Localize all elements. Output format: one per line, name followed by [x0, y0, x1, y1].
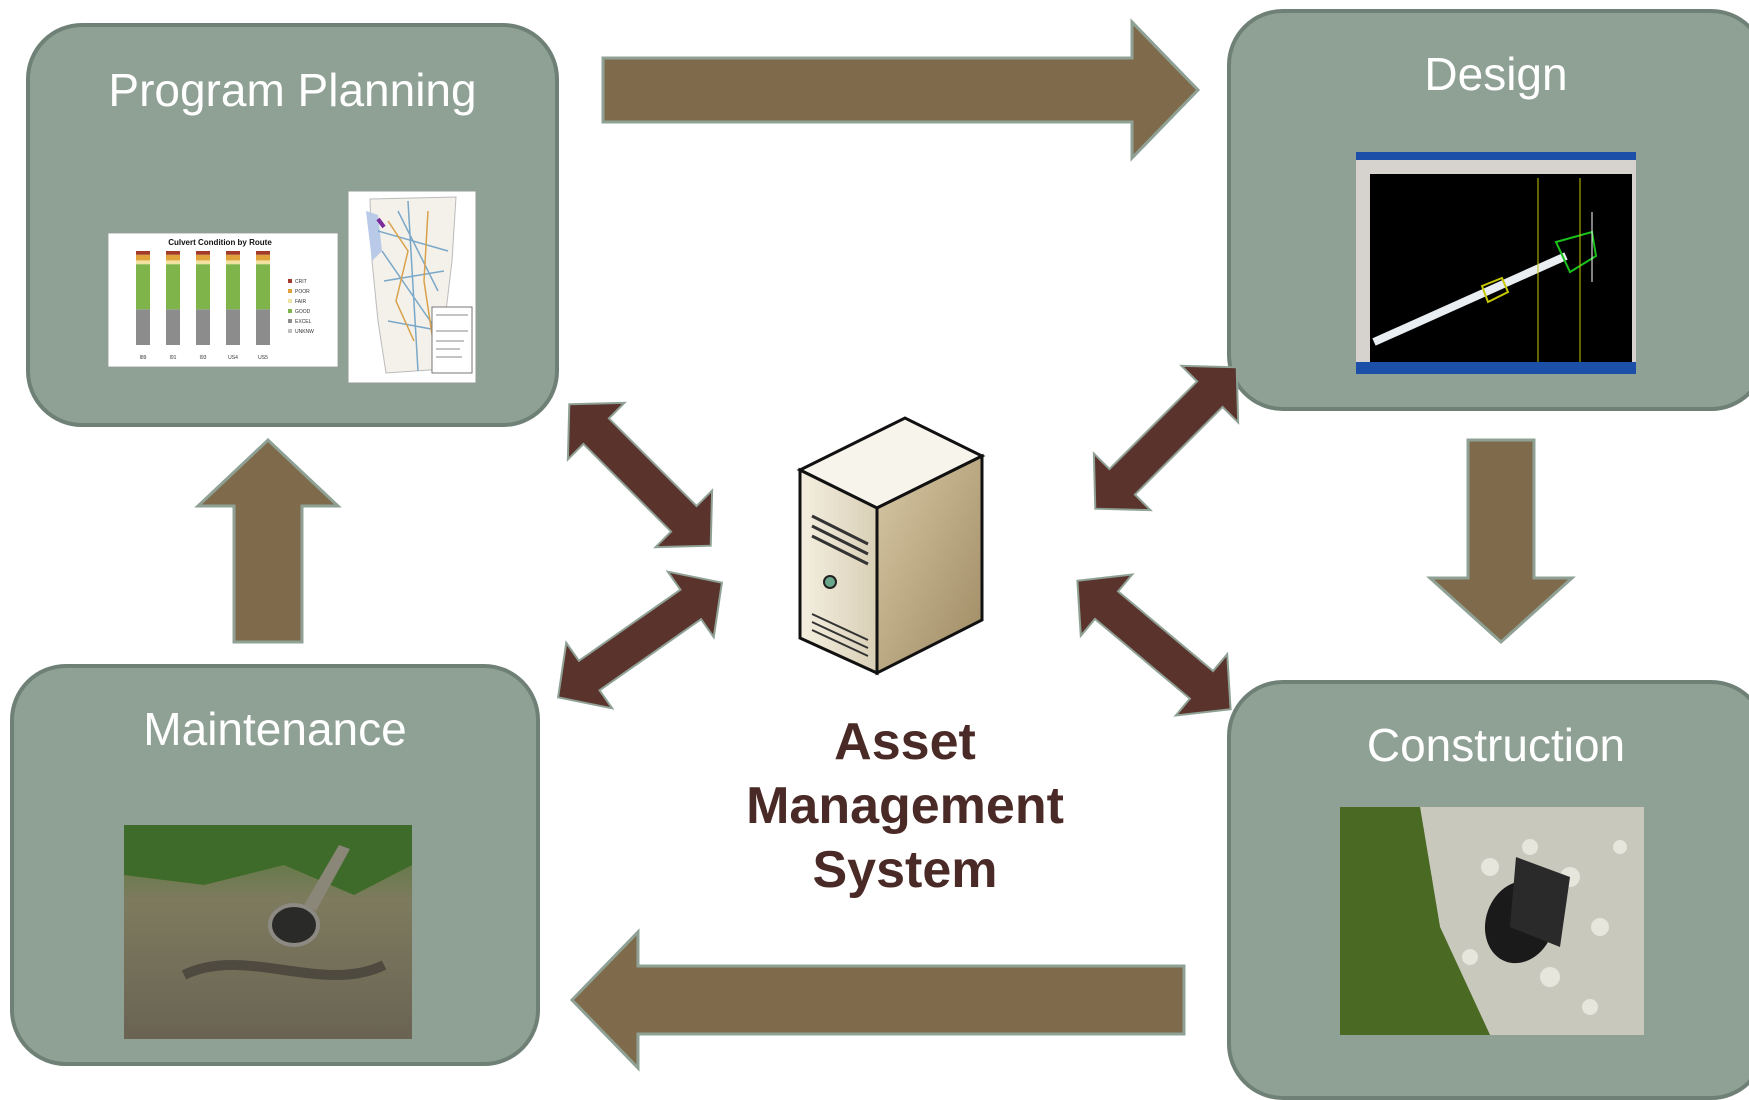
culvert-chart-bar-segment	[136, 264, 150, 310]
flow-arrow-up	[194, 437, 342, 644]
culvert-chart-legend-label: UNKNW	[295, 329, 314, 335]
culvert-chart-category-label: I89	[140, 355, 147, 361]
culvert-chart-legend-label: GOOD	[295, 309, 311, 315]
link-arrow-construction	[1076, 573, 1232, 717]
culvert-chart-bar-segment	[136, 309, 150, 345]
culvert-chart-legend-swatch	[288, 329, 292, 333]
culvert-chart-bar-segment	[226, 309, 240, 345]
culvert-chart-bar-segment	[196, 254, 210, 261]
link-arrow-planning	[566, 401, 714, 549]
maintenance-title: Maintenance	[143, 703, 407, 755]
cad-design-screenshot	[1356, 152, 1636, 374]
culvert-chart-bar-segment	[256, 254, 270, 261]
culvert-chart-bar-segment	[136, 254, 150, 261]
culvert-chart-bar-segment	[166, 260, 180, 265]
center-label: Asset Management System	[690, 710, 1120, 902]
culvert-chart-category-label: US4	[228, 355, 238, 361]
culvert-chart-legend-swatch	[288, 279, 292, 283]
design-title: Design	[1424, 48, 1568, 100]
culvert-chart-bar-segment	[256, 309, 270, 345]
culvert-chart-bar-segment	[166, 309, 180, 345]
culvert-chart-legend-label: CRIT	[295, 279, 307, 285]
culvert-chart-bar-segment	[256, 264, 270, 310]
culvert-chart-bar-segment	[136, 251, 150, 255]
server-icon	[796, 416, 986, 676]
culvert-chart-legend-swatch	[288, 319, 292, 323]
link-arrow-maintenance	[556, 570, 724, 710]
culvert-condition-chart: Culvert Condition by Route I89 I91 I93 US4 U…	[108, 233, 338, 367]
culvert-chart-labels: I89 I91 I93 US4 US5	[140, 355, 269, 361]
culvert-chart-legend-label: EXCEL	[295, 319, 312, 325]
culvert-chart-bar-segment	[196, 309, 210, 345]
culvert-chart-bar-segment	[196, 260, 210, 265]
culvert-chart-legend-label: FAIR	[295, 299, 307, 305]
culvert-chart-bar-segment	[166, 251, 180, 255]
culvert-chart-bar-segment	[166, 254, 180, 261]
culvert-chart-bar-segment	[136, 260, 150, 265]
culvert-chart-bar-segment	[226, 264, 240, 310]
maintenance-culvert-photo	[124, 825, 412, 1039]
culvert-chart-category-label: I93	[200, 355, 207, 361]
program-planning-title: Program Planning	[108, 64, 477, 116]
culvert-chart-bar-segment	[196, 251, 210, 255]
construction-title: Construction	[1366, 719, 1626, 771]
culvert-chart-legend-swatch	[288, 299, 292, 303]
culvert-chart-bar-segment	[256, 251, 270, 255]
culvert-chart-legend: CRIT POOR FAIR GOOD EXCEL UNKNW	[288, 279, 314, 335]
culvert-chart-bar-segment	[226, 251, 240, 255]
culvert-chart-legend-swatch	[288, 309, 292, 313]
culvert-chart-legend-label: POOR	[295, 289, 310, 295]
culvert-chart-title: Culvert Condition by Route	[168, 238, 272, 247]
center-label-line1: Asset	[834, 713, 976, 771]
culvert-chart-bar-segment	[226, 260, 240, 265]
flow-arrow-left	[569, 928, 1186, 1072]
vermont-map-image	[348, 191, 476, 383]
link-arrow-design	[1092, 364, 1240, 512]
culvert-chart-bar-segment	[226, 254, 240, 261]
culvert-chart-bar-segment	[166, 264, 180, 310]
culvert-chart-bar-segment	[196, 264, 210, 310]
center-label-line2: Management	[746, 777, 1064, 835]
culvert-chart-bars	[136, 251, 270, 345]
culvert-chart-category-label: US5	[258, 355, 268, 361]
center-label-line3: System	[812, 841, 998, 899]
culvert-chart-bar-segment	[256, 260, 270, 265]
flow-arrow-right	[601, 18, 1201, 162]
culvert-chart-legend-swatch	[288, 289, 292, 293]
flow-arrow-down	[1426, 438, 1576, 645]
culvert-chart-category-label: I91	[170, 355, 177, 361]
construction-culvert-photo	[1340, 807, 1644, 1035]
